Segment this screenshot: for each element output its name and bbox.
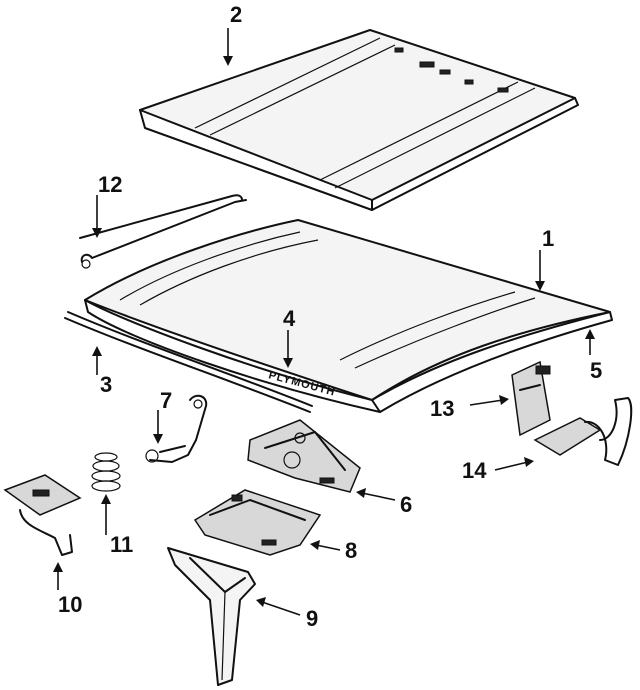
callout-8: 8 [345, 538, 357, 563]
callout-6: 6 [400, 492, 412, 517]
callout-7: 7 [160, 388, 172, 413]
part-6-hood-latch [247, 419, 361, 493]
callout-labels: 2 1 12 3 4 5 6 7 8 9 10 11 13 14 [58, 2, 602, 631]
part-11-spring [91, 452, 121, 492]
part-3-weatherstrip [64, 311, 313, 413]
callout-11: 11 [110, 532, 133, 557]
callout-5: 5 [590, 358, 602, 383]
callout-12: 12 [98, 172, 122, 197]
part-7-bracket [145, 394, 208, 463]
callout-9: 9 [306, 606, 318, 631]
part-12-prop-rod [79, 194, 247, 269]
part-8-latch-support [193, 489, 322, 556]
callout-10: 10 [58, 592, 82, 617]
callout-1: 1 [542, 226, 554, 251]
callout-3: 3 [100, 372, 112, 397]
part-14-hinge-arm [533, 397, 633, 466]
part-13-hinge [511, 360, 551, 437]
part-9-center-brace [167, 547, 256, 686]
part-10-release-bracket [3, 474, 82, 556]
callout-2: 2 [230, 2, 242, 27]
callout-arrows [53, 28, 595, 616]
callout-4: 4 [283, 306, 296, 331]
part-2-hood-top-panel [139, 29, 579, 211]
callout-13: 13 [430, 396, 454, 421]
callout-14: 14 [462, 458, 487, 483]
part-1-hood-panel [84, 219, 613, 413]
